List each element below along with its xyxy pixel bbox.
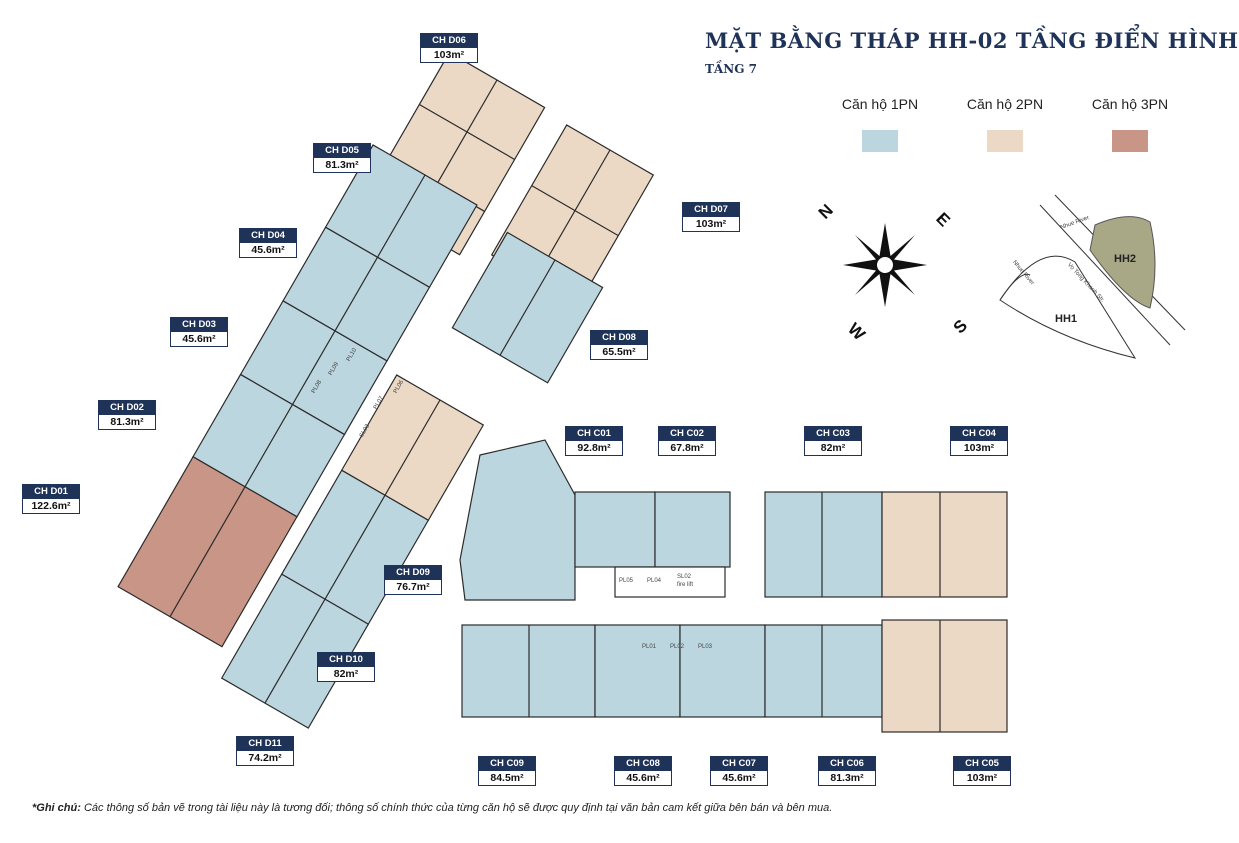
unit-c06-shape xyxy=(764,624,883,718)
footnote-prefix: *Ghi chú: xyxy=(32,802,81,814)
core-pl05: PL05 xyxy=(619,578,634,584)
legend-swatch-3pn xyxy=(1112,130,1148,152)
unit-c02a-shape xyxy=(574,491,656,568)
footnote-text: Các thông số bản vẽ trong tài liệu này l… xyxy=(80,802,833,814)
site-map-hh1: HH1 xyxy=(1055,313,1078,325)
unit-c01-shape xyxy=(459,439,576,601)
core-pl01: PL01 xyxy=(642,644,657,650)
site-map-hh2: HH2 xyxy=(1114,253,1137,265)
legend-label-2pn: Căn hộ 2PN xyxy=(966,96,1044,112)
page-subtitle: TẦNG 7 xyxy=(705,62,757,76)
unit-c02b-shape xyxy=(654,491,731,568)
core-top xyxy=(614,566,726,598)
unit-c05-shape xyxy=(881,619,1008,733)
site-map xyxy=(999,194,1186,359)
core-pl02: PL02 xyxy=(670,644,685,650)
legend-swatch-2pn xyxy=(987,130,1023,152)
core-pl03: PL03 xyxy=(698,644,713,650)
floor-plan xyxy=(117,51,1186,733)
core-fire-lift: fire lift xyxy=(677,582,694,588)
core-sl02: SL02 xyxy=(677,574,692,580)
legend-swatch-1pn xyxy=(862,130,898,152)
core-pl04: PL04 xyxy=(647,578,662,584)
unit-c03-shape xyxy=(764,491,883,598)
unit-c04-shape xyxy=(881,491,1008,598)
unit-c08-shape xyxy=(594,624,681,718)
page-title: MẶT BẰNG THÁP HH-02 TẦNG ĐIỂN HÌNH xyxy=(705,28,1239,53)
compass-rose-icon xyxy=(843,223,927,307)
legend-label-1pn: Căn hộ 1PN xyxy=(841,96,919,112)
footnote: *Ghi chú: Các thông số bản vẽ trong tài … xyxy=(32,802,832,814)
legend-label-3pn: Căn hộ 3PN xyxy=(1091,96,1169,112)
unit-c07-shape xyxy=(679,624,766,718)
